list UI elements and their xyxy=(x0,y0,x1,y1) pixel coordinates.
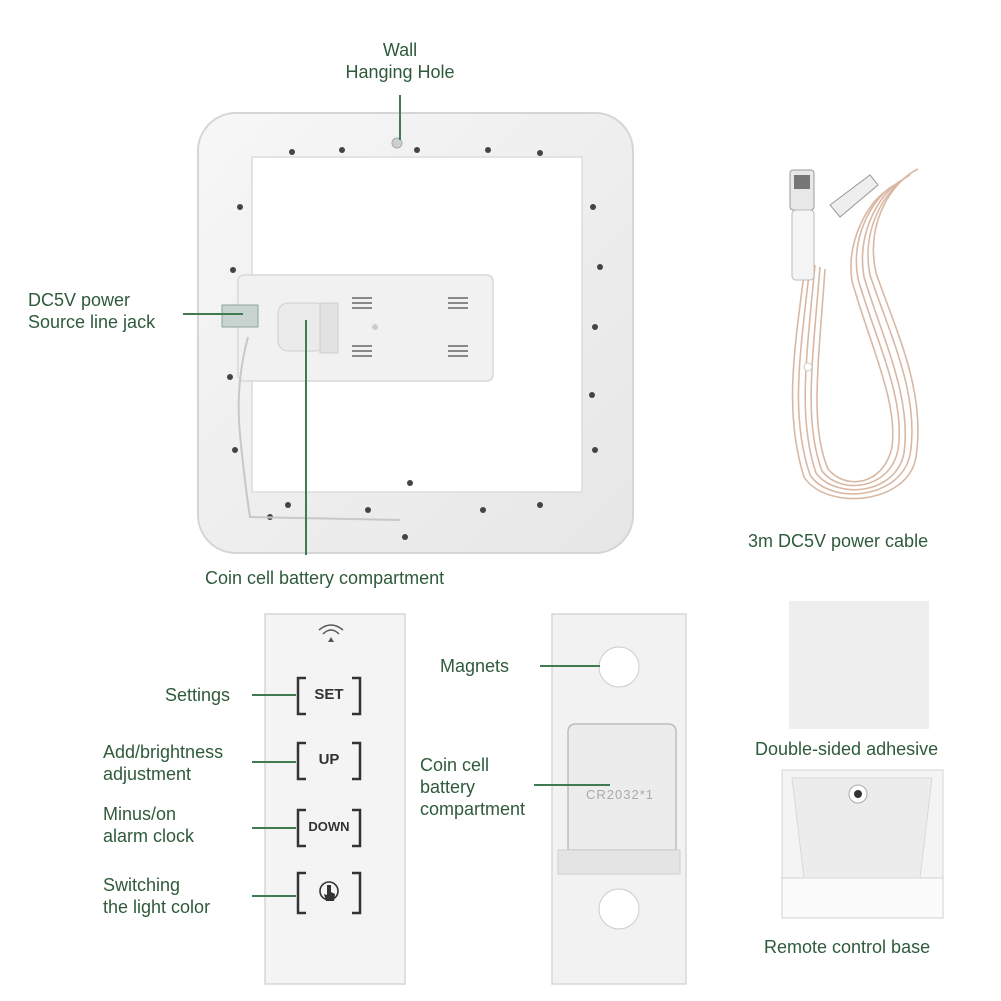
label-add-bright-line2: adjustment xyxy=(103,764,192,784)
label-add-bright: Add/brightness adjustment xyxy=(103,741,223,785)
hand-pointer-icon xyxy=(319,881,339,901)
label-coin-cell-top: Coin cell battery compartment xyxy=(205,568,445,588)
add-bright-leader xyxy=(252,761,296,763)
label-magnets: Magnets xyxy=(440,656,510,676)
up-button[interactable]: UP xyxy=(296,741,362,781)
label-wall-hole-line2: Hanging Hole xyxy=(345,62,455,82)
label-coin-cell-mid: Coin cell battery compartment xyxy=(420,754,525,820)
label-coin-mid-line2: battery xyxy=(420,777,476,797)
label-dc-jack-line1: DC5V power xyxy=(28,290,131,310)
down-button[interactable]: DOWN xyxy=(296,808,362,848)
label-coin-mid-line3: compartment xyxy=(420,799,526,819)
set-button-label: SET xyxy=(314,686,344,703)
magnets-leader xyxy=(540,665,600,667)
label-power-cable: 3m DC5V power cable xyxy=(748,531,929,551)
double-sided-adhesive xyxy=(789,601,929,729)
label-adhesive: Double-sided adhesive xyxy=(755,739,939,759)
label-wall-hole-line1: Wall xyxy=(382,40,418,60)
battery-cover-text: CR2032*1 xyxy=(586,787,654,802)
switch-color-leader xyxy=(252,895,296,897)
wireless-signal-icon xyxy=(318,624,344,635)
label-wall-hole: Wall Hanging Hole xyxy=(335,39,465,83)
label-minus-alarm-line1: Minus/on xyxy=(103,804,177,824)
label-switch-color: Switching the light color xyxy=(103,874,210,918)
clock-frame-back xyxy=(197,112,634,554)
color-switch-button[interactable] xyxy=(296,871,362,915)
remote-back xyxy=(551,613,687,985)
wall-hole-leader xyxy=(399,95,401,140)
up-button-label: UP xyxy=(318,751,340,768)
settings-leader xyxy=(252,694,296,696)
label-switch-color-line1: Switching xyxy=(103,875,181,895)
label-dc-jack: DC5V power Source line jack xyxy=(28,289,155,333)
label-switch-color-line2: the light color xyxy=(103,897,211,917)
label-minus-alarm-line2: alarm clock xyxy=(103,826,195,846)
label-settings: Settings xyxy=(165,685,231,705)
minus-alarm-leader xyxy=(252,827,296,829)
power-cable xyxy=(789,168,919,500)
down-button-label: DOWN xyxy=(308,819,350,834)
remote-control-base xyxy=(781,769,944,919)
dc-jack-leader xyxy=(183,313,243,315)
set-button[interactable]: SET xyxy=(296,676,362,716)
coin-cell-leader-top xyxy=(305,320,307,555)
label-minus-alarm: Minus/on alarm clock xyxy=(103,803,194,847)
remote-control xyxy=(264,613,406,985)
label-coin-mid-line1: Coin cell xyxy=(420,755,490,775)
label-remote-base: Remote control base xyxy=(764,937,931,957)
label-dc-jack-line2: Source line jack xyxy=(28,312,156,332)
label-add-bright-line1: Add/brightness xyxy=(103,742,224,762)
coin-cell-mid-leader xyxy=(534,784,610,786)
